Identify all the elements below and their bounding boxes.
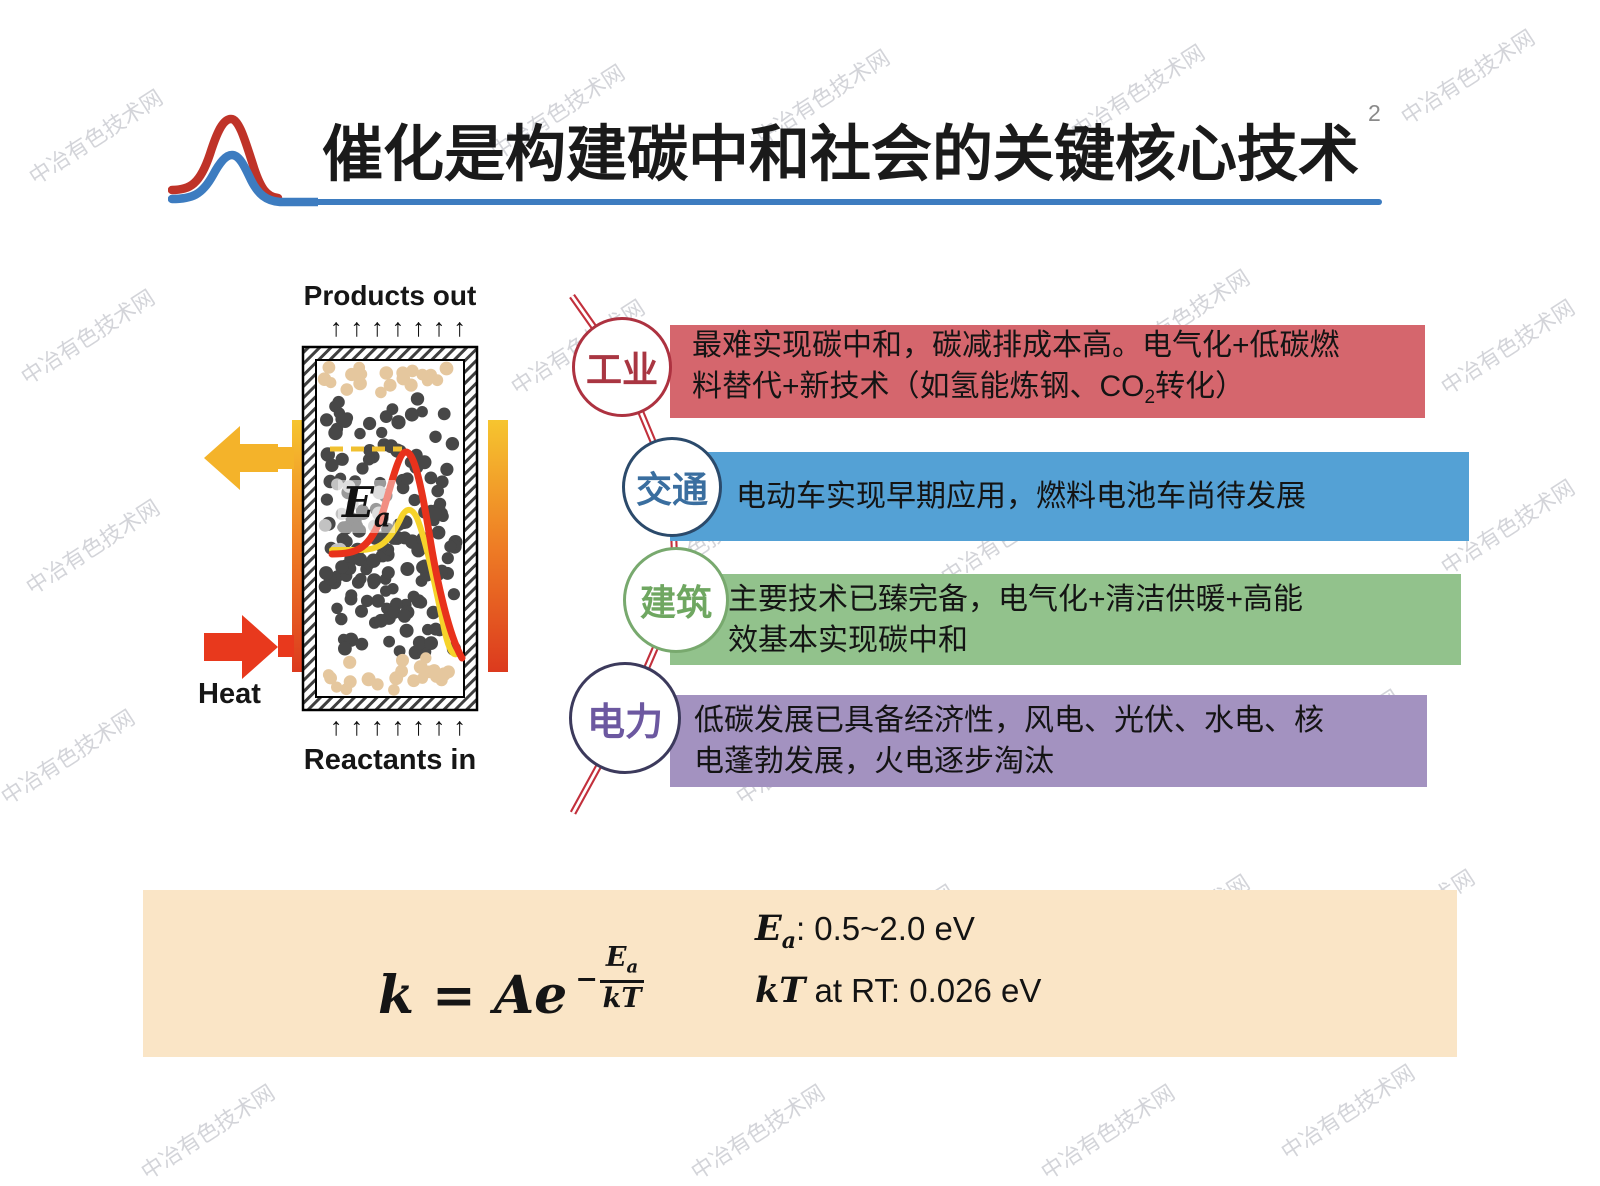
up-arrow-icon: ↑ [432,713,446,741]
up-arrow-icon: ↑ [350,314,364,342]
heat-out-stub [278,447,294,469]
up-arrow-icon: ↑ [371,713,384,741]
watermark: 中冶有色技术网 [1276,1059,1420,1165]
sector-banner-transport: 电动车实现早期应用，燃料电池车尚待发展 [670,452,1469,541]
up-arrow-icon: ↑ [330,314,343,342]
heat-in-stub [278,635,294,657]
watermark: 中冶有色技术网 [1396,24,1540,130]
arrhenius-equation: k = Ae − Ea kT [378,943,645,1022]
flow-arrows-bottom: ↑↑↑↑↑↑↑ [330,715,466,740]
up-arrow-icon: ↑ [432,314,446,342]
uncatalyzed-energy-curve [328,448,466,662]
up-arrow-icon: ↑ [350,713,364,741]
slide-canvas: { "page": { "title": "催化是构建碳中和社会的关键核心技术"… [0,24,1580,1185]
flow-arrows-top: ↑↑↑↑↑↑↑ [330,316,466,341]
heat-out-arrow-icon [204,426,278,490]
reactants-in-label: Reactants in [303,744,477,776]
watermark: 中冶有色技术网 [0,704,140,810]
watermark: 中冶有色技术网 [16,284,160,390]
carbon-sector-infographic: 最难实现碳中和，碳减排成本高。电气化+低碳燃料替代+新技术（如氢能炼钢、CO2转… [540,280,1469,820]
heater-bar-right [488,420,508,672]
sector-circle-industry: 工业 [572,317,672,417]
activation-energy-label: Ea [338,479,395,533]
ea-range-value: Ea: 0.5~2.0 eV [755,908,975,954]
title-underline [314,199,1382,205]
sector-text-line: 电蓬勃发展，火电逐步淘汰 [694,745,1054,778]
sector-circle-transport: 交通 [622,437,722,537]
sector-circle-power: 电力 [569,662,681,774]
sector-text-line: 低碳发展已具备经济性，风电、光伏、水电、核 [694,704,1324,737]
sector-circle-building: 建筑 [623,547,729,653]
page-title: 催化是构建碳中和社会的关键核心技术 [322,120,1360,188]
up-arrow-icon: ↑ [412,314,425,342]
up-arrow-icon: ↑ [330,713,343,741]
sector-text-line: 电动车实现早期应用，燃料电池车尚待发展 [736,480,1306,513]
up-arrow-icon: ↑ [412,713,425,741]
arrhenius-formula-panel: k = Ae − Ea kT Ea: 0.5~2.0 eV kT at RT: … [143,890,1457,1057]
catalyst-bed [317,361,463,696]
sector-text-line: 料替代+新技术（如氢能炼钢、CO2转化） [692,370,1246,408]
sector-banner-industry: 最难实现碳中和，碳减排成本高。电气化+低碳燃料替代+新技术（如氢能炼钢、CO2转… [670,325,1425,418]
catalytic-reactor-diagram: Products out ↑↑↑↑↑↑↑ Ea Heat ↑↑↑↑↑↑↑ Rea… [190,280,510,792]
activation-energy-logo-icon [168,114,318,207]
up-arrow-icon: ↑ [391,314,405,342]
up-arrow-icon: ↑ [371,314,384,342]
page-number: 2 [1368,100,1381,126]
kt-value: kT at RT: 0.026 eV [755,970,1042,1011]
products-out-label: Products out [303,280,477,311]
watermark: 中冶有色技术网 [21,494,165,600]
sector-banner-power: 低碳发展已具备经济性，风电、光伏、水电、核电蓬勃发展，火电逐步淘汰 [670,695,1427,787]
sector-banner-building: 主要技术已臻完备，电气化+清洁供暖+高能效基本实现碳中和 [670,574,1461,665]
heat-label: Heat [198,678,261,710]
watermark: 中冶有色技术网 [1436,294,1580,400]
up-arrow-icon: ↑ [391,713,405,741]
watermark: 中冶有色技术网 [24,84,168,190]
reactor-graphic [204,345,508,712]
heat-in-arrow-icon [204,615,278,679]
up-arrow-icon: ↑ [453,713,466,741]
up-arrow-icon: ↑ [453,314,466,342]
sector-text-line: 最难实现碳中和，碳减排成本高。电气化+低碳燃 [692,329,1340,362]
sector-text-line: 效基本实现碳中和 [728,623,968,657]
catalyzed-energy-curve [329,507,461,658]
sector-text-line: 主要技术已臻完备，电气化+清洁供暖+高能 [728,582,1304,616]
